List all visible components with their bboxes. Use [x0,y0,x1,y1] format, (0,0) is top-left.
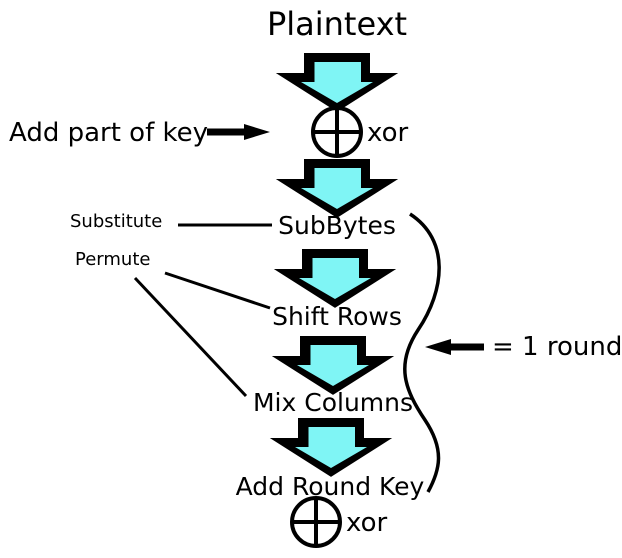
step-add-round-key: Add Round Key [236,472,425,501]
xor-top-symbol [311,106,363,158]
one-round-label: = 1 round [492,332,622,362]
down-arrow-1 [293,58,381,106]
permute-connector-mix [133,276,248,398]
round-brace-curve [403,212,441,493]
key-arrow [207,124,270,140]
down-arrow-4 [289,341,377,389]
down-arrow-2 [293,164,381,212]
down-arrow-3 [291,254,379,302]
step-subbytes: SubBytes [278,211,396,240]
step-shift-rows: Shift Rows [272,302,402,331]
plaintext-title: Plaintext [267,5,407,43]
down-arrow-5 [287,423,375,471]
round-arrow [425,339,484,355]
xor-bottom-label: xor [346,508,387,538]
step-mix-columns: Mix Columns [253,388,413,417]
permute-label: Permute [75,249,150,270]
permute-connector-shift [164,271,271,310]
substitute-label: Substitute [70,211,162,232]
xor-bottom-symbol [290,496,342,548]
xor-top-label: xor [367,118,408,148]
add-part-of-key-label: Add part of key [9,118,208,148]
